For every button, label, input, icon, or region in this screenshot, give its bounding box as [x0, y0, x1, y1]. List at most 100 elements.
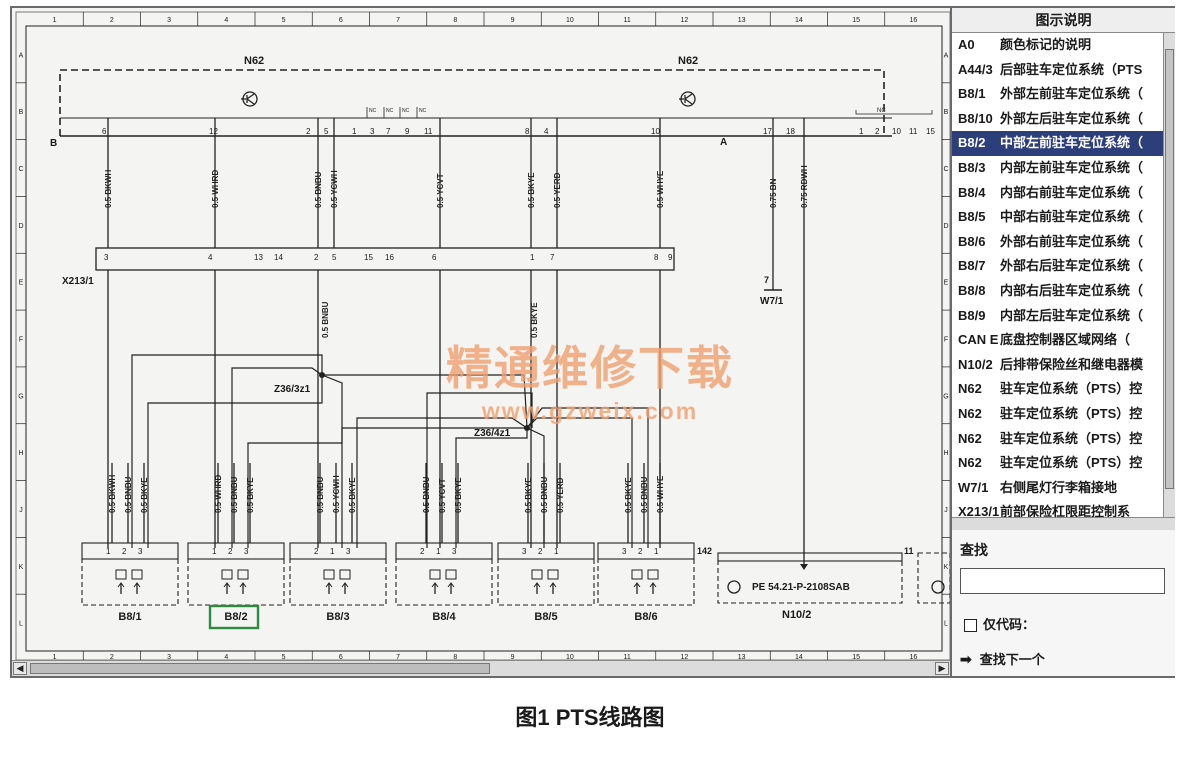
transistor-emitter [684, 98, 693, 105]
find-next-button[interactable]: ➡查找下一个 [960, 649, 1045, 668]
column-mark: 4 [224, 654, 228, 660]
column-mark: 8 [453, 17, 457, 24]
legend-scrollbar-thumb[interactable] [1165, 49, 1174, 489]
upper-wire-label: 0.5 WHYE [656, 170, 665, 208]
nc-marker: NC [402, 108, 410, 114]
splice-route-wire [356, 417, 528, 548]
legend-title: 图示说明 [952, 8, 1175, 33]
ecu-pin-number: 18 [786, 127, 795, 136]
ecu-pin-number: 6 [102, 127, 107, 136]
checkbox-icon[interactable] [964, 619, 977, 633]
column-mark: 10 [566, 654, 574, 660]
sensor-arrow-icon [133, 582, 141, 588]
upper-wire-label: 0.5 BKWH [104, 170, 113, 208]
column-mark: 15 [852, 17, 860, 24]
fuse-symbol-icon [727, 580, 741, 594]
diagram-horizontal-scrollbar[interactable]: ◀ ▶ [12, 660, 950, 676]
partial-component [917, 552, 950, 604]
legend-item-text: 外部右后驻车定位系统（ [1000, 258, 1144, 274]
sensor-arrow-icon [341, 582, 349, 588]
column-mark: 1 [53, 654, 57, 660]
row-mark: A [944, 52, 949, 59]
legend-item-code: N62 [958, 455, 982, 471]
legend-item[interactable]: X213/1前部保险杠限距控制系 [952, 500, 1164, 517]
sensor-connector [497, 542, 595, 560]
scroll-right-arrow-icon[interactable]: ▶ [935, 662, 949, 675]
row-mark: E [944, 280, 949, 287]
ecu-pin-number: 10 [892, 127, 901, 136]
junction-connector-label: X213/1 [62, 276, 94, 287]
sensor-pin-number: 2 [314, 547, 319, 556]
legend-item-text: 外部左前驻车定位系统（ [1000, 86, 1144, 102]
row-mark: J [944, 507, 948, 514]
junction-pin-number: 2 [314, 253, 319, 262]
sensor-body [597, 558, 695, 606]
legend-item-text: 内部左前驻车定位系统（ [1000, 159, 1144, 175]
sensor-body [289, 558, 387, 606]
row-mark: E [19, 280, 24, 287]
upper-wire-label: 0.5 YCVT [436, 173, 445, 208]
junction-pin-number: 8 [654, 253, 659, 262]
column-mark: 15 [852, 654, 860, 660]
find-input[interactable] [960, 568, 1165, 594]
legend-vertical-scrollbar[interactable] [1163, 33, 1175, 517]
column-mark: 12 [680, 17, 688, 24]
row-mark: J [19, 507, 23, 514]
legend-item-code: B8/8 [958, 282, 986, 298]
fuse-reference: PE 54.21-P-2108SAB [752, 582, 850, 593]
sensor-pin-number: 3 [452, 547, 457, 556]
row-mark: H [18, 450, 23, 457]
upper-wire-label: 0.75 BN [769, 178, 778, 208]
sensor-element-icon [531, 569, 543, 580]
row-mark: A [19, 52, 24, 59]
scrollbar-thumb[interactable] [30, 663, 490, 674]
legend-item-text: 内部左后驻车定位系统（ [1000, 307, 1144, 323]
upper-wire-label: 0.5 YERD [553, 172, 562, 208]
legend-item-text: 右侧尾灯行李箱接地 [1000, 479, 1118, 495]
row-mark: C [943, 166, 948, 173]
column-mark: 5 [282, 654, 286, 660]
outer-border [15, 11, 950, 660]
sensor-label: B8/6 [634, 611, 657, 623]
legend-item-text: 底盘控制器区域网络（ [1000, 332, 1131, 348]
legend-item-text: 中部左前驻车定位系统（ [1000, 135, 1144, 151]
legend-horizontal-scrollbar[interactable] [952, 517, 1175, 530]
connector-b-label: B [50, 138, 57, 149]
splice-label: Z36/4z1 [474, 428, 511, 439]
legend-item-text: 颜色标记的说明 [1000, 37, 1092, 52]
transistor-collector [684, 93, 693, 100]
column-mark: 11 [623, 654, 630, 660]
code-only-checkbox[interactable]: 仅代码： [964, 614, 1035, 633]
row-mark: L [944, 621, 948, 628]
sensor-label: B8/2 [224, 611, 247, 623]
row-mark: B [944, 109, 949, 116]
splice-route-wire [341, 427, 527, 548]
junction-pin-number: 6 [432, 253, 437, 262]
scroll-left-arrow-icon[interactable]: ◀ [13, 662, 27, 675]
column-mark: 13 [738, 654, 746, 660]
row-mark: G [18, 393, 23, 400]
sensor-arrow-icon [325, 582, 333, 588]
sensor-connector [81, 542, 179, 560]
